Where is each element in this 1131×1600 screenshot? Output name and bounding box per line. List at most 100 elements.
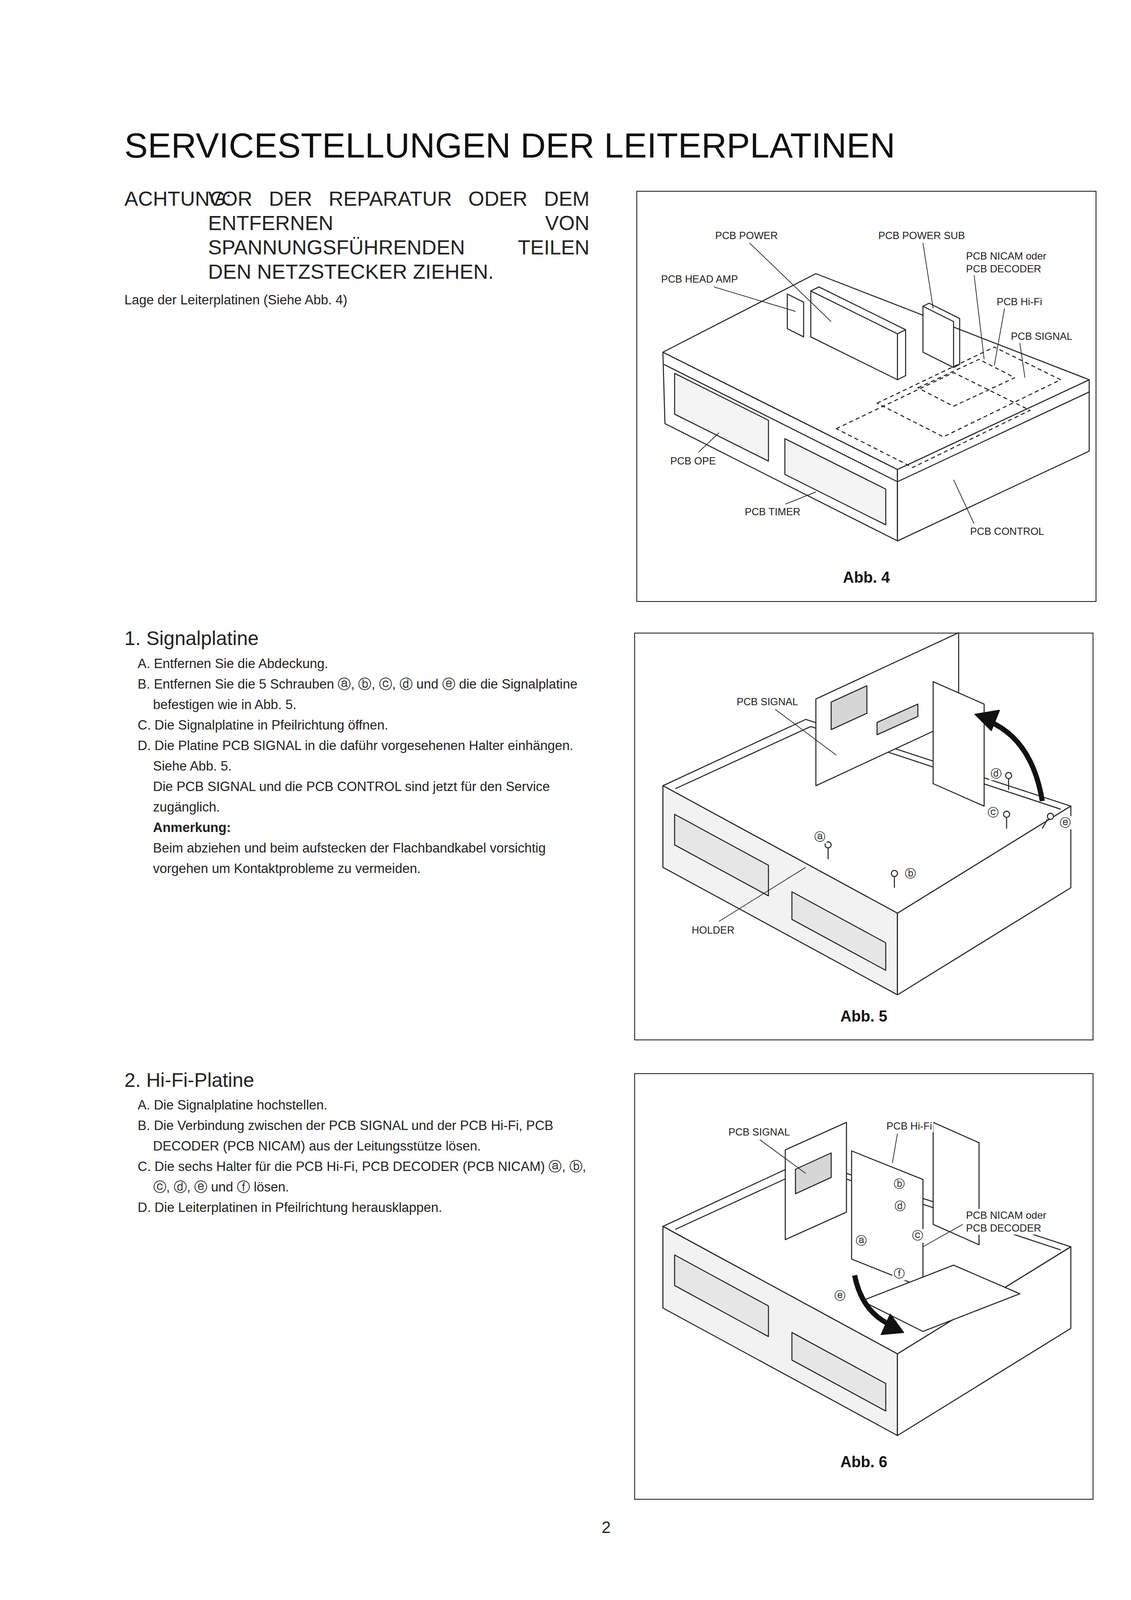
chassis-hifi-open	[923, 1224, 963, 1247]
figure-frame: Abb. 5	[634, 632, 1094, 1041]
vcr-overview	[785, 491, 817, 505]
chassis-signal-open	[1042, 819, 1048, 829]
chassis-signal-open	[830, 685, 867, 730]
step-text: A. Die Signalplatine hochstellen.	[137, 1094, 592, 1116]
chassis-signal-open	[1005, 817, 1007, 829]
chassis-hifi-open	[791, 1332, 886, 1411]
vcr-overview	[1020, 342, 1026, 378]
section-heading: 1. Signalplatine	[124, 626, 592, 651]
vcr-overview	[923, 242, 934, 309]
chassis-hifi-open	[851, 1150, 923, 1288]
chassis-signal-open	[791, 891, 886, 971]
page-title: SERVICESTELLUNGEN DER LEITERPLATINEN	[124, 124, 896, 167]
vcr-overview	[787, 294, 804, 337]
step-text: B. Die Verbindung zwischen der PCB SIGNA…	[137, 1115, 592, 1157]
chassis-signal-open	[1008, 778, 1009, 790]
pcb-label: PCB SIGNAL	[735, 695, 800, 709]
note-text: Beim abziehen und beim aufstecken der Fl…	[153, 837, 592, 879]
figure-frame: Abb. 6	[634, 1072, 1094, 1500]
chassis-hifi-open	[854, 1275, 890, 1325]
vcr-overview	[877, 346, 1061, 437]
vcr-overview	[994, 308, 1005, 366]
pcb-label: PCB SIGNAL	[727, 1125, 792, 1139]
step-text: D. Die Leiterplatinen in Pfeilrichtung h…	[137, 1197, 592, 1218]
pcb-label: PCB OPE	[669, 454, 718, 468]
chassis-signal-open	[932, 681, 984, 807]
callout-letter: ⓐ	[813, 830, 827, 844]
section-heading: 2. Hi-Fi-Platine	[124, 1067, 592, 1093]
chassis-signal-open	[897, 805, 1071, 995]
chassis-signal-open	[877, 703, 919, 735]
pcb-label: PCB SIGNAL	[1009, 330, 1074, 343]
vcr-overview	[674, 373, 769, 462]
callout-letter: ⓕ	[892, 1266, 907, 1280]
vcr-overview	[698, 432, 720, 452]
step-text: D. Die Platine PCB SIGNAL in die daführ …	[137, 735, 592, 777]
callout-letter: ⓒ	[986, 805, 1000, 820]
pcb-label: PCB NICAM oder PCB DECODER	[964, 249, 1062, 276]
step-text: A. Entfernen Sie die Abdeckung.	[137, 653, 592, 674]
chassis-signal-open	[974, 710, 1000, 731]
chassis-signal-open	[827, 847, 829, 859]
chassis-signal-open	[1005, 772, 1012, 779]
vcr-overview	[810, 286, 906, 380]
chassis-signal-open	[775, 708, 837, 755]
vcr-overview	[897, 391, 1090, 482]
step-text: B. Entfernen Sie die 5 Schrauben ⓐ, ⓑ, ⓒ…	[137, 673, 592, 715]
chassis-signal-open	[1047, 813, 1054, 820]
note: Lage der Leiterplatinen (Siehe Abb. 4)	[124, 291, 348, 308]
chassis-signal-open	[719, 867, 806, 922]
callout-letter: ⓔ	[833, 1288, 847, 1303]
vcr-overview	[953, 479, 974, 524]
step-text: Die PCB SIGNAL und die PCB CONTROL sind …	[153, 776, 592, 818]
pcb-label: PCB NICAM oder PCB DECODER	[964, 1208, 1062, 1235]
chassis-hifi-open	[662, 1122, 1071, 1436]
callout-letter: ⓔ	[1058, 816, 1073, 830]
figure-caption: Abb. 6	[837, 1452, 890, 1471]
chassis-hifi-open	[759, 1139, 806, 1174]
pcb-label: PCB HEAD AMP	[659, 273, 740, 286]
vcr-overview	[973, 273, 985, 360]
chassis-hifi-open	[881, 1313, 904, 1335]
pcb-label: PCB CONTROL	[968, 525, 1046, 538]
text-column: 2. Hi-Fi-PlatineA. Die Signalplatine hoc…	[124, 1067, 592, 1219]
chassis-signal-open	[1003, 810, 1010, 817]
chassis-signal-open	[891, 870, 898, 877]
chassis-hifi-open	[674, 1254, 769, 1337]
pcb-label: PCB Hi-Fi	[995, 295, 1044, 309]
chassis-hifi-open	[892, 1133, 898, 1163]
chassis-signal-open	[662, 632, 1071, 995]
pcb-label: PCB POWER	[714, 229, 780, 242]
vcr-overview	[714, 286, 796, 312]
vcr-overview	[918, 359, 1015, 407]
page-number: 2	[601, 1517, 611, 1538]
callout-letter: ⓓ	[893, 1199, 907, 1213]
callout-letter: ⓓ	[989, 766, 1003, 781]
warning-text: VOR DER REPARATUR ODER DEM ENTFERNEN VON…	[208, 186, 590, 284]
vcr-overview	[923, 306, 954, 368]
holder-label: HOLDER	[690, 924, 736, 937]
step-text: C. Die sechs Halter für die PCB Hi-Fi, P…	[137, 1156, 592, 1198]
chassis-signal-open	[662, 785, 898, 995]
chassis-signal-open	[989, 721, 1043, 801]
note-heading: Anmerkung:	[153, 817, 592, 838]
chassis-signal-open	[674, 813, 769, 896]
chassis-hifi-open	[785, 1122, 847, 1240]
vcr-overview	[662, 273, 1090, 470]
figure-caption: Abb. 4	[840, 568, 893, 587]
vcr-overview	[662, 242, 1090, 541]
chassis-hifi-open	[795, 1152, 832, 1194]
vcr-overview	[836, 372, 1030, 468]
text-column: 1. SignalplatineA. Entfernen Sie die Abd…	[124, 626, 592, 879]
pcb-label: PCB POWER SUB	[877, 229, 967, 242]
callout-letter: ⓑ	[903, 866, 918, 881]
vcr-overview	[664, 364, 898, 482]
vcr-overview	[923, 303, 960, 368]
callout-letter: ⓒ	[910, 1228, 925, 1242]
pcb-label: PCB Hi-Fi	[885, 1119, 934, 1133]
figure-caption: Abb. 5	[837, 1007, 890, 1026]
vcr-overview	[897, 329, 906, 334]
callout-letter: ⓑ	[892, 1177, 907, 1191]
chassis-hifi-open	[897, 1246, 1071, 1436]
